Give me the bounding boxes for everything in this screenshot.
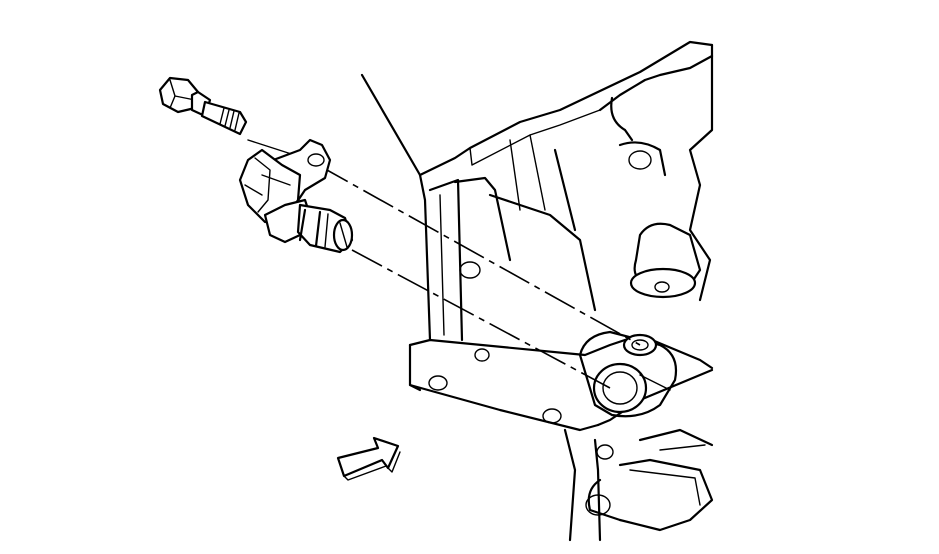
bolt [158, 76, 248, 136]
mounting-boss [578, 330, 678, 418]
view-arrow [336, 436, 401, 481]
sensor [238, 138, 354, 254]
engine-block [360, 40, 714, 542]
